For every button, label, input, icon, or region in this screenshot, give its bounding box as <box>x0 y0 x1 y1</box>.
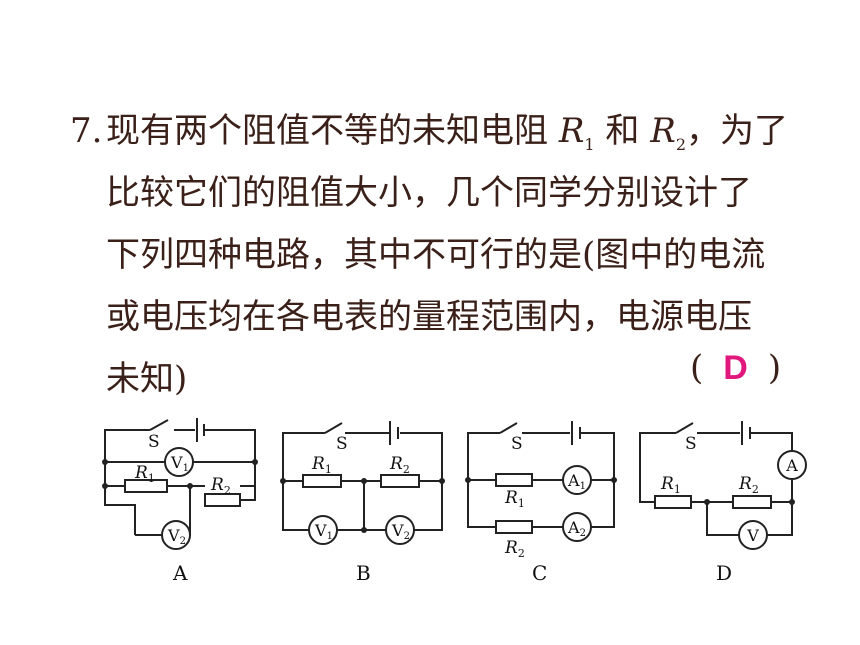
ammeter-a1-c <box>562 465 592 495</box>
voltmeter-v-d <box>738 520 768 550</box>
resistor-r2-b <box>380 474 420 488</box>
question-line-2: 比较它们的阻值大小，几个同学分别设计了 <box>106 173 752 213</box>
resistor-label-r2-a: R2 <box>210 475 231 497</box>
resistor-label-r1-d: R1 <box>660 474 681 496</box>
question-text: 7.现有两个阻值不等的未知电阻 R1 和 R2，为了 比较它们的阻值大小，几个同… <box>70 100 810 410</box>
answer-paren-close: ) <box>767 348 782 388</box>
resistor-r1-d <box>654 495 692 509</box>
r2-symbol: R2 <box>650 111 687 154</box>
question-line-5: 未知) <box>106 359 188 399</box>
question-line-4: 或电压均在各电表的量程范围内，电源电压 <box>106 297 752 337</box>
resistor-r2-a <box>204 493 241 507</box>
answer-paren-open: ( <box>690 348 704 388</box>
resistor-r1-b <box>302 474 342 488</box>
meter-label-v-d: V <box>746 526 759 545</box>
resistor-label-r1-b: R1 <box>311 454 332 476</box>
resistor-r1-c <box>495 473 533 487</box>
voltmeter-v2-a <box>161 520 191 550</box>
circuit-d: S R1 R2 A V D <box>639 421 807 585</box>
switch-label-b: S <box>336 434 348 454</box>
resistor-r2-c <box>495 520 533 534</box>
circuit-a: S R1 R2 V1 V2 A <box>102 418 258 585</box>
meter-label-a2-c: A2 <box>567 518 586 539</box>
resistor-label-r2-b: R2 <box>389 454 410 476</box>
meter-label-v1-b: V1 <box>314 521 333 542</box>
switch-label-a: S <box>148 432 160 452</box>
meter-label-v2-a: V2 <box>167 526 186 547</box>
circuit-label-b: B <box>356 561 371 585</box>
question-line1-a: 现有两个阻值不等的未知电阻 <box>106 111 548 151</box>
ammeter-a2-c <box>562 512 592 542</box>
r1-symbol: R1 <box>558 111 595 154</box>
voltmeter-v2-b <box>385 515 415 545</box>
ammeter-a-d <box>777 450 807 480</box>
meter-label-v1-a: V1 <box>170 453 189 474</box>
meter-label-a-d: A <box>785 456 798 475</box>
circuit-b: S R1 R2 V1 V2 B <box>280 421 445 585</box>
resistor-label-r1-a: R1 <box>134 463 155 485</box>
resistor-r2-d <box>732 495 772 509</box>
question-line1-b: 和 <box>605 111 640 151</box>
circuit-c: S R1 R2 A1 A2 C <box>465 421 617 585</box>
circuit-label-c: C <box>532 561 547 585</box>
switch-label-d: S <box>685 434 697 454</box>
switch-label-c: S <box>511 434 523 454</box>
voltmeter-v1-b <box>308 515 338 545</box>
circuit-label-d: D <box>716 561 732 585</box>
voltmeter-v1-a <box>164 447 194 477</box>
resistor-label-r2-c: R2 <box>504 538 525 560</box>
circuit-label-a: A <box>172 561 188 585</box>
meter-label-v2-b: V2 <box>391 521 410 542</box>
meter-label-a1-c: A1 <box>567 471 586 492</box>
question-line1-c: ，为了 <box>686 111 789 151</box>
question-line-1: 7.现有两个阻值不等的未知电阻 R1 和 R2，为了 <box>70 100 810 162</box>
question-line-3: 下列四种电路，其中不可行的是(图中的电流 <box>106 235 766 275</box>
resistor-label-r2-d: R2 <box>738 474 759 496</box>
resistor-label-r1-c: R1 <box>504 488 525 510</box>
answer-value: D <box>723 349 748 387</box>
resistor-r1-a <box>124 479 168 493</box>
answer-bracket: ( D) <box>690 348 781 388</box>
question-number: 7. <box>70 111 103 151</box>
